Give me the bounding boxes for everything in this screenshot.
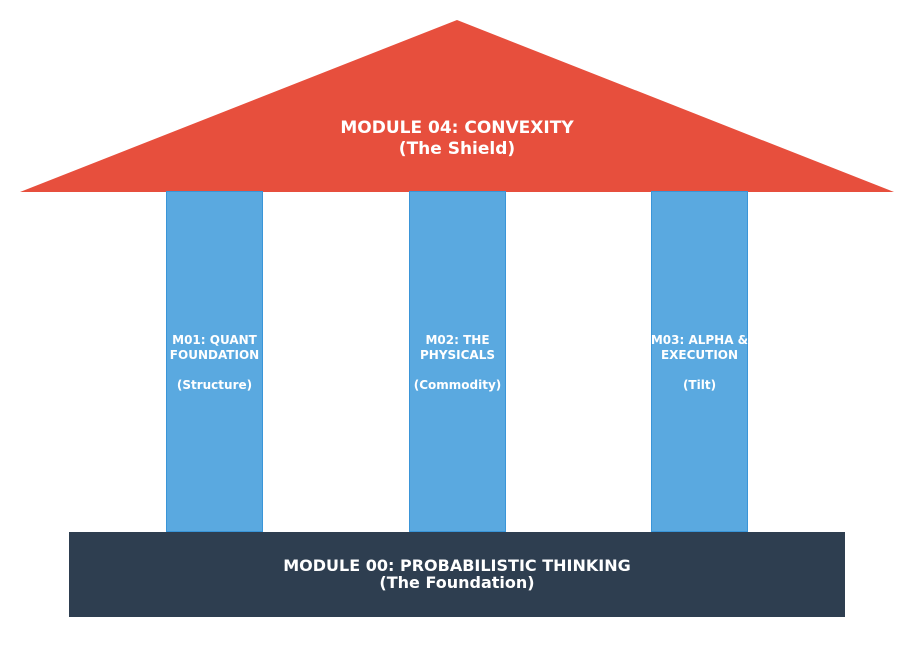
pillar-m03-line1: M03: ALPHA &	[650, 333, 749, 347]
roof-title: MODULE 04: CONVEXITY	[340, 118, 574, 138]
base-title: MODULE 00: PROBABILISTIC THINKING	[283, 556, 631, 575]
pillar-m02-line2: PHYSICALS	[419, 348, 496, 362]
pillar-m01-line2: FOUNDATION	[169, 348, 260, 362]
roof-label: MODULE 04: CONVEXITY (The Shield)	[20, 118, 894, 160]
pillar-m02-sub: (Commodity)	[413, 378, 502, 392]
pillar-m02-label: M02: THE PHYSICALS (Commodity)	[400, 333, 515, 393]
pillar-m01-sub: (Structure)	[176, 378, 253, 392]
pillar-m03-label: M03: ALPHA & EXECUTION (Tilt)	[642, 333, 757, 393]
foundation-base: MODULE 00: PROBABILISTIC THINKING (The F…	[69, 532, 845, 617]
base-label: MODULE 00: PROBABILISTIC THINKING (The F…	[69, 557, 845, 591]
pillar-m01-line1: M01: QUANT	[172, 333, 257, 347]
roof-shape	[20, 20, 894, 192]
pillar-m03-sub: (Tilt)	[682, 378, 717, 392]
pillar-m03-line2: EXECUTION	[660, 348, 739, 362]
pillar-m01: M01: QUANT FOUNDATION (Structure)	[166, 191, 263, 532]
pillar-m02-line1: M02: THE	[425, 333, 490, 347]
roof-triangle	[20, 20, 894, 192]
pillar-m01-label: M01: QUANT FOUNDATION (Structure)	[157, 333, 272, 393]
pillar-m03: M03: ALPHA & EXECUTION (Tilt)	[651, 191, 748, 532]
pillar-m02: M02: THE PHYSICALS (Commodity)	[409, 191, 506, 532]
roof-subtitle: (The Shield)	[398, 139, 516, 159]
base-subtitle: (The Foundation)	[379, 573, 535, 592]
